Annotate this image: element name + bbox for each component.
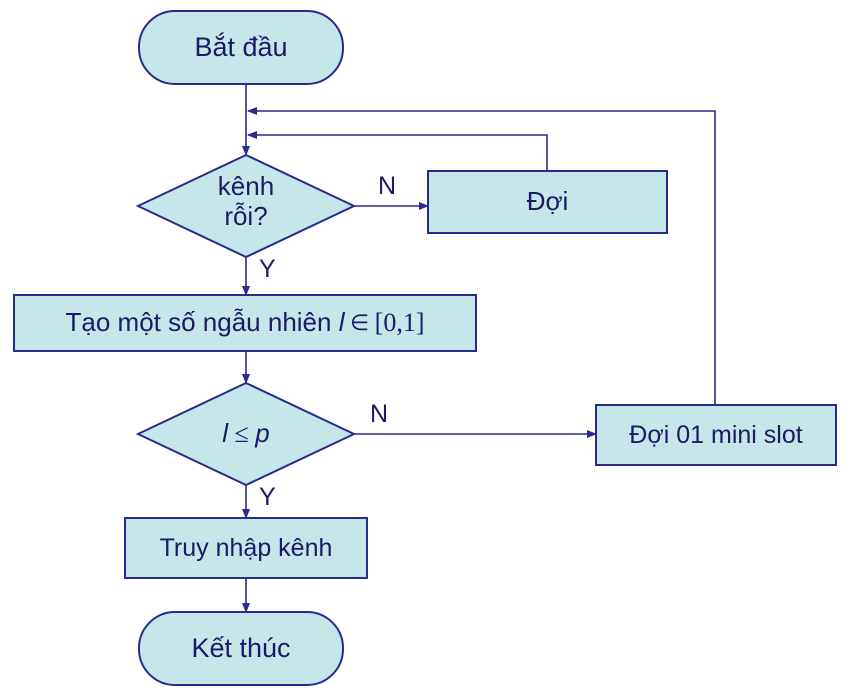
- wait-loop-line: [247, 131, 548, 171]
- mini-slot-loop-line: [247, 107, 716, 405]
- compare-symbol: ≤: [228, 419, 256, 449]
- compare-var: l: [222, 418, 229, 449]
- end-label: Kết thúc: [139, 612, 343, 685]
- compare-param: p: [255, 418, 270, 449]
- start-terminal: [138, 10, 344, 85]
- start-text: Bắt đầu: [194, 31, 288, 62]
- generate-interval: [0,1]: [374, 308, 425, 338]
- wait-slot-text: Đợi 01 mini slot: [629, 420, 803, 449]
- channel-yes-label: Y: [259, 255, 276, 283]
- wait-label: Đợi: [428, 171, 667, 233]
- generate-var: l: [338, 307, 345, 338]
- end-terminal: [138, 611, 344, 686]
- wait-slot-label: Đợi 01 mini slot: [596, 405, 836, 465]
- generate-label: Tạo một số ngẫu nhiên l ∈ [0,1]: [14, 295, 476, 351]
- access-text: Truy nhập kênh: [159, 533, 333, 562]
- channel-no-label: N: [378, 172, 397, 200]
- compare-no-label: N: [370, 400, 389, 428]
- generate-prefix: Tạo một số ngẫu nhiên: [65, 307, 339, 338]
- access-channel-box: [124, 517, 368, 579]
- end-text: Kết thúc: [191, 632, 291, 663]
- wait-box: [427, 170, 668, 234]
- channel-check-line1: kênh: [217, 171, 275, 201]
- compare-label: l ≤ p: [138, 383, 354, 485]
- channel-check-label: kênh rỗi?: [180, 171, 312, 232]
- start-label: Bắt đầu: [139, 11, 343, 84]
- generate-symbol: ∈: [344, 310, 375, 336]
- compare-yes-label: Y: [259, 483, 276, 511]
- channel-check-line2: rỗi?: [224, 200, 268, 231]
- access-label: Truy nhập kênh: [125, 518, 367, 578]
- wait-text: Đợi: [526, 186, 569, 217]
